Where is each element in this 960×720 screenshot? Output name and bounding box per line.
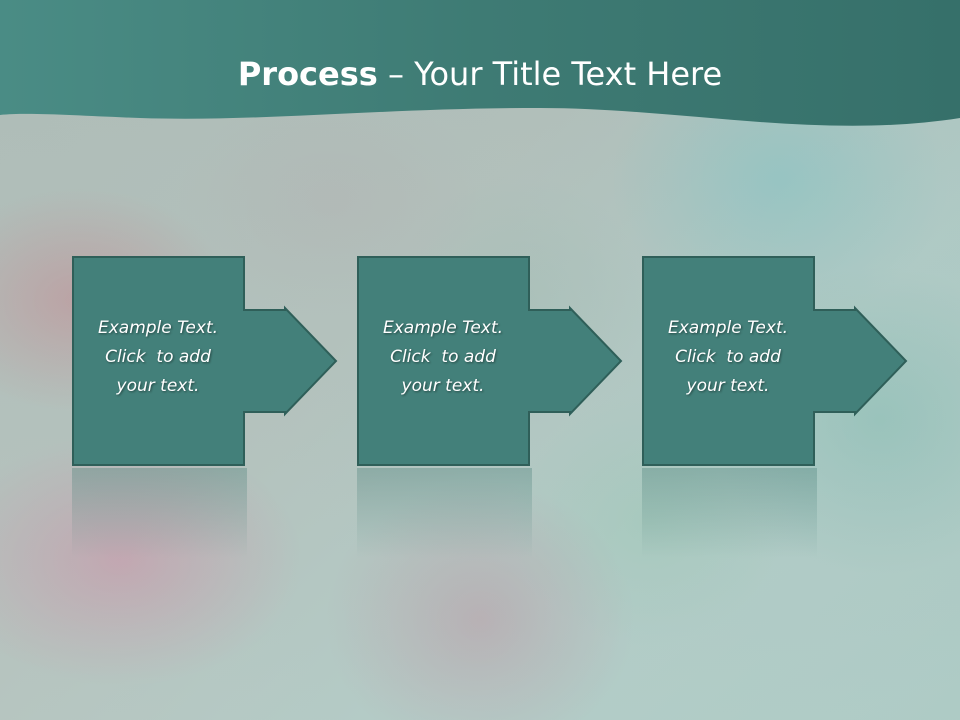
title-rest: – Your Title Text Here	[377, 55, 723, 93]
process-step-1[interactable]: Example Text. Click to add your text.	[72, 256, 338, 466]
step-reflection	[357, 468, 532, 558]
page-title: Process – Your Title Text Here	[0, 54, 960, 94]
step-text: Example Text. Click to add your text.	[357, 314, 529, 401]
step-arrow-shape	[642, 256, 908, 466]
header-banner	[0, 0, 960, 126]
step-text-line: Example Text.	[97, 318, 219, 338]
step-text: Example Text. Click to add your text.	[72, 314, 244, 401]
step-text-line: Example Text.	[382, 318, 504, 338]
step-text-line: Example Text.	[667, 318, 789, 338]
title-bold: Process	[237, 55, 378, 93]
step-arrow-shape	[72, 256, 338, 466]
step-text-line: Click to add	[105, 347, 211, 367]
step-text: Example Text. Click to add your text.	[642, 314, 814, 401]
step-text-line: Click to add	[390, 347, 496, 367]
step-reflection	[642, 468, 817, 558]
step-text-line: your text.	[686, 376, 770, 396]
step-arrow-shape	[357, 256, 623, 466]
step-text-line: your text.	[401, 376, 485, 396]
step-reflection	[72, 468, 247, 558]
step-text-line: Click to add	[675, 347, 781, 367]
process-step-3[interactable]: Example Text. Click to add your text.	[642, 256, 908, 466]
step-text-line: your text.	[116, 376, 200, 396]
process-step-2[interactable]: Example Text. Click to add your text.	[357, 256, 623, 466]
